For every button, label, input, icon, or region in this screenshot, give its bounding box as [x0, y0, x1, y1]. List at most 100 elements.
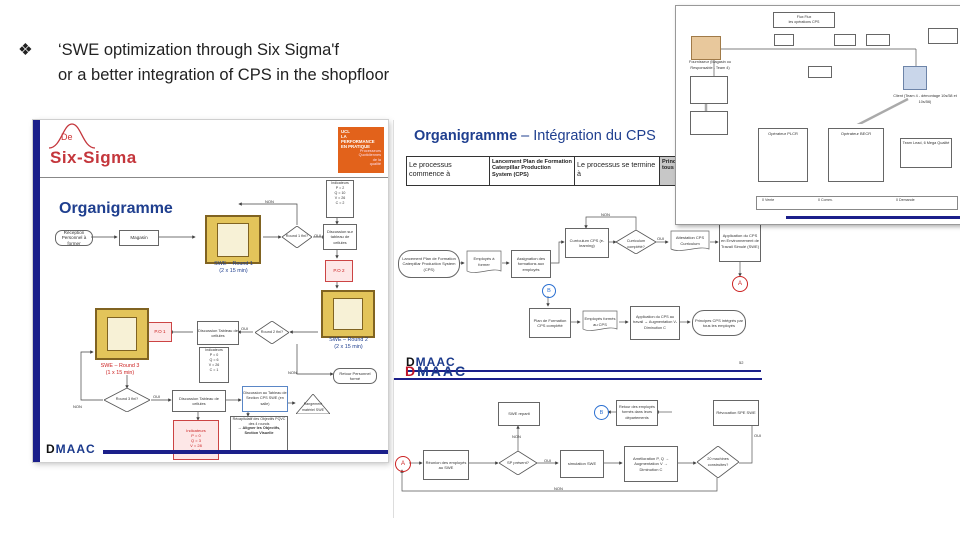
- dmaac-d: D: [46, 442, 56, 456]
- indicator-line: P = 2: [335, 186, 345, 190]
- factory-icon: [691, 36, 721, 60]
- cps-assignation: Assignation des formations aux employés: [511, 250, 551, 278]
- oui-label: OUI: [314, 233, 322, 238]
- six-sigma-flowchart-image: De Six-Sigma UCL LA PERFORMANCE EN PRATI…: [33, 120, 388, 462]
- indicators-mid: Indicateurs P = 0 Q = 6 V = 26 C = 1: [199, 347, 229, 383]
- indicator-line: Q = 10: [334, 191, 346, 195]
- round3-label: SWE – Round 3: [100, 363, 140, 369]
- badge-line: EN PRATIQUE: [341, 144, 371, 149]
- vsm-header: Flux Flux les opérations CPS: [773, 12, 835, 28]
- round1-label: SWE – Round 1: [214, 261, 253, 267]
- dmaac-rest: MAAC: [55, 442, 96, 456]
- dmaac-footer: DMAAC: [46, 442, 96, 456]
- flow-connectors: [80, 202, 339, 421]
- cps-title: Organigramme – Intégration du CPS: [414, 128, 656, 144]
- performance-badge: UCL LA PERFORMANCE EN PRATIQUE Processeu…: [338, 127, 384, 173]
- swe-round1-workstation: [205, 215, 261, 264]
- connector-b: B: [542, 284, 556, 298]
- indicator-line: Indicateurs: [205, 348, 223, 352]
- discussion-bottom: Discussion Tableau de cellules: [172, 390, 226, 412]
- oui-label: OUI: [754, 433, 762, 438]
- oui-label: OUI: [241, 326, 249, 331]
- dmaac-footer-mid: DMAAC: [406, 356, 456, 368]
- client-factory-icon: [903, 66, 927, 90]
- page-number: 52: [739, 360, 744, 365]
- table-cell: Le processus se termine à: [575, 157, 660, 185]
- pd-box-1: P.O 2: [325, 260, 353, 282]
- swe-decision-present: SP présent?: [499, 451, 537, 475]
- cps-attestation: Attestation CPS Curriculum: [675, 235, 705, 246]
- cps-title-rest: – Intégration du CPS: [517, 128, 656, 144]
- round1-sub: (2 x 15 min): [219, 268, 248, 274]
- step-magasin: Magasin: [119, 230, 159, 246]
- cps-end: Principes CPS intégrés par tous les empl…: [692, 310, 746, 336]
- footer-bar: [103, 450, 388, 454]
- discussion-mid: Discussion Tableau de cellules: [197, 321, 239, 345]
- indicator-line: Indicateurs: [331, 181, 349, 185]
- discussion-section: Discussion au Tableau de Section CPS SWE…: [242, 386, 288, 412]
- indicator-line: Q = 6: [209, 358, 219, 362]
- swe-loop-flowchart-image: A Réunion des employés au SWE SP présent…: [393, 378, 762, 518]
- vsm-box: [690, 111, 728, 135]
- footer-bar-mid: [406, 370, 761, 372]
- swe-decision-machines: 20 machines construites?: [697, 446, 739, 478]
- decision-round3: Round 3 fini?: [104, 388, 150, 412]
- vsm-status: 0 Comm.: [818, 198, 833, 202]
- indicator-line: P = 0: [191, 432, 201, 438]
- top-bar-bottom: [394, 378, 762, 380]
- left-accent-bar: [33, 120, 40, 462]
- non-label: NON: [601, 212, 610, 217]
- badge-line: de la: [372, 157, 381, 162]
- indicators-bottom: Indicateurs P = 0 Q = 3 V = 28 C = 1: [173, 420, 219, 460]
- value-stream-map-image: Flux Flux les opérations CPS Fournisseur…: [675, 5, 960, 225]
- swe-round3-workstation: [95, 308, 149, 360]
- recap-text: Récapitulatif des Objectifs PQVC des 4 r…: [232, 417, 286, 426]
- cps-decision: Curriculum complété?: [616, 230, 656, 254]
- swe-reunion: Réunion des employés au SWE: [423, 450, 469, 480]
- discussion-top: Discussion sur tableau de cellules: [323, 224, 357, 250]
- badge-line: Quotidiennes: [358, 153, 381, 158]
- table-cell: Le processus commence à: [407, 157, 490, 185]
- vsm-op-b: Opérateur BECR: [828, 128, 884, 182]
- non-label: NON: [73, 404, 82, 409]
- six-sigma-logo-small: De: [61, 132, 73, 142]
- cps-decision-label: Curriculum complété?: [626, 239, 646, 249]
- oui-label: OUI: [544, 458, 552, 463]
- dmaac-d: D: [406, 355, 416, 369]
- non-label: NON: [512, 434, 521, 439]
- swe-round2-workstation: [321, 290, 375, 338]
- non-label: NON: [288, 370, 297, 375]
- cps-start: Lancement Plan de Formation Caterpillar …: [398, 250, 460, 278]
- indicator-line: C = 1: [209, 368, 219, 372]
- vsm-op-a: Opérateur PLCR: [758, 128, 808, 182]
- decision-round1: Round 1 fini?: [282, 226, 312, 248]
- vsm-box: [808, 66, 832, 78]
- badge-line: LA PERFORMANCE: [341, 134, 375, 144]
- recap-objectifs: Récapitulatif des Objectifs PQVC des 4 r…: [230, 416, 288, 452]
- cps-curriculum: Curriculum CPS (e-learning): [565, 228, 609, 258]
- vsm-box: [834, 34, 856, 46]
- cps-flow-connectors: [459, 216, 742, 324]
- vsm-box: [866, 34, 890, 46]
- vsm-timeline: [756, 196, 958, 210]
- connector-b-bottom: B: [594, 405, 609, 420]
- table-cell: Lancement Plan de Formation Caterpillar …: [490, 157, 575, 185]
- round2-label: SWE – Round 2: [329, 337, 368, 343]
- six-sigma-logo: Six-Sigma: [50, 148, 137, 167]
- vsm-header-line2: les opérations CPS: [788, 20, 820, 24]
- swe-decision-present-label: SP présent?: [507, 460, 529, 465]
- dmaac-rest: MAAC: [415, 355, 456, 369]
- decision-round1-label: Round 1 fini?: [285, 234, 309, 238]
- non-label: NON: [554, 486, 563, 491]
- badge-line: qualité: [369, 162, 381, 167]
- rangement-step: Rangement matériel SWE: [296, 394, 330, 414]
- vsm-status: 0 Vente: [762, 198, 775, 202]
- indicator-line: P = 0: [209, 353, 219, 357]
- decision-round3-label: Round 3 fini?: [115, 397, 139, 401]
- vsm-process-area: Opérateur PLCR Opérateur BECR Team Lead,…: [756, 124, 958, 214]
- bullet-icon: ❖: [18, 41, 33, 59]
- cps-employes-doc: Employés à former: [466, 250, 502, 276]
- recap-bold1: → Aligner les Objectifs,: [237, 426, 281, 431]
- rangement-label: Rangement matériel SWE: [302, 402, 324, 412]
- header-divider: [40, 177, 388, 178]
